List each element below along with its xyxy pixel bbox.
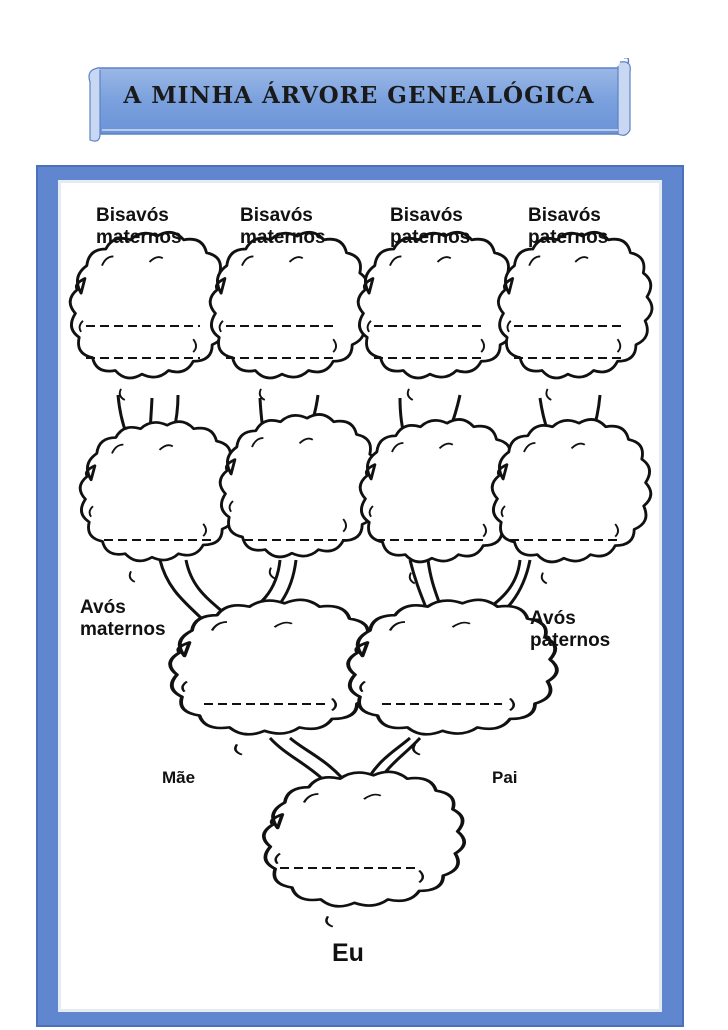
title-banner: A MINHA ÁRVORE GENEALÓGICA [86,58,632,144]
label-bisavos-paternos-1: Bisavós paternos [390,205,470,249]
bush-eu [261,769,467,929]
label-line: Avós [80,597,126,618]
bush-pai [346,597,559,757]
label-line: maternos [80,619,166,640]
label-bisavos-maternos-2: Bisavós maternos [240,205,326,249]
label-line: Bisavós [528,205,601,226]
label-line: Bisavós [240,205,313,226]
label-line: Bisavós [390,205,463,226]
label-line: paternos [530,630,611,651]
bush-avo-1 [78,420,241,584]
bush-avo-2 [218,413,381,580]
label-bisavos-paternos-2: Bisavós paternos [528,205,608,249]
label-bisavos-maternos-1: Bisavós maternos [96,205,182,249]
bush-mae [168,597,381,757]
label-mae: Mãe [162,768,196,787]
page-title: A MINHA ÁRVORE GENEALÓGICA [123,82,595,109]
label-avos-maternos: Avós maternos [80,597,166,641]
label-line: paternos [390,227,471,248]
label-line: Bisavós [96,205,169,226]
label-line: Avós [530,608,576,629]
label-pai: Pai [492,768,518,787]
banner-scroll-shape [88,58,631,142]
label-eu: Eu [332,939,364,967]
bush-avo-4 [490,418,653,585]
label-avos-paternos: Avós paternos [530,608,610,652]
write-in-lines [86,325,622,869]
bush-bisavos-2 [208,230,371,402]
bush-bisavos-3 [356,230,519,402]
label-line: maternos [240,227,326,248]
label-line: maternos [96,227,182,248]
bush-bisavos-4 [496,230,654,402]
label-line: paternos [528,227,609,248]
bush-bisavos-1 [68,230,231,402]
